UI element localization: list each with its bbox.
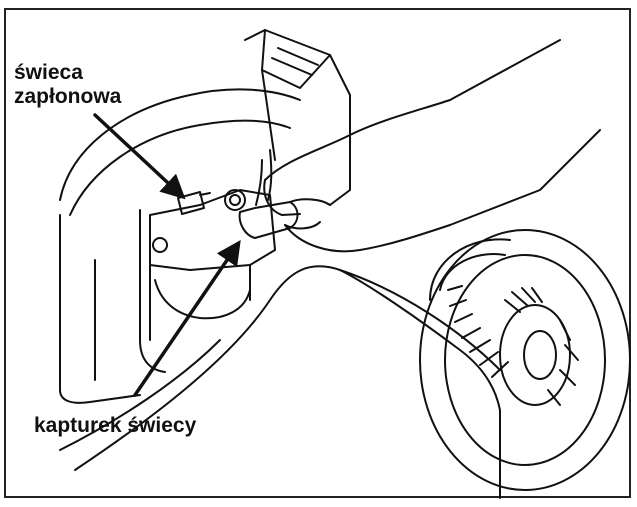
spark-plug-label-line2: zapłonowa <box>14 85 122 108</box>
spark-plug-label: świeca zapłonowa <box>14 61 121 109</box>
plug-cap <box>238 201 299 239</box>
spark-plug <box>177 191 205 215</box>
hand <box>264 99 451 181</box>
arrow-icon <box>93 113 186 200</box>
ignition-wire <box>267 149 273 201</box>
engine-block <box>59 214 141 404</box>
figure-border <box>4 8 631 498</box>
spark-plug-label-line1: świeca <box>14 61 83 84</box>
spark-plug-cap-label: kapturek świecy <box>34 414 197 437</box>
arrow-icon <box>133 239 241 397</box>
rear-wheel <box>419 229 631 491</box>
top-housing <box>244 29 351 206</box>
mower-deck <box>74 265 501 471</box>
engine-shroud-inner <box>69 119 291 216</box>
cylinder-head <box>149 189 276 271</box>
